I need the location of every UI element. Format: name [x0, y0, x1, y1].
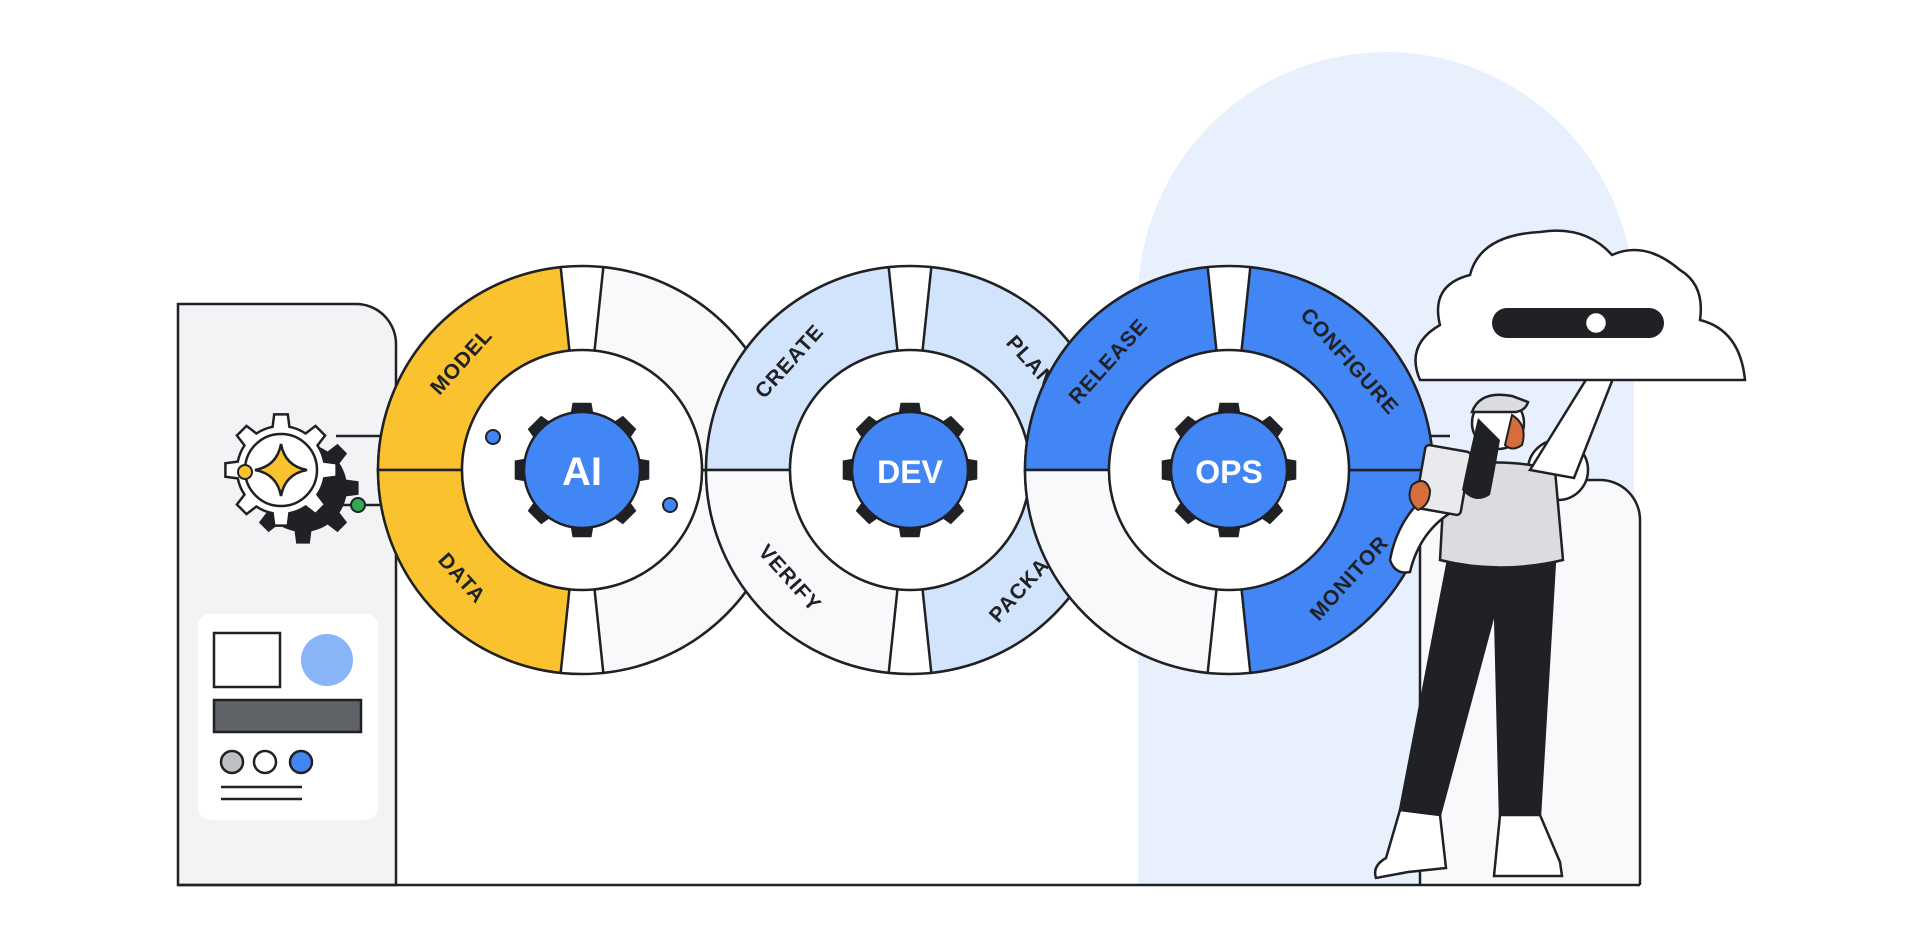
card-dot-blue — [288, 749, 314, 775]
left-console-panel — [176, 302, 398, 887]
hub-circle — [1169, 410, 1289, 530]
connector-dot-blue — [662, 497, 678, 513]
card-dot-gray — [219, 749, 245, 775]
hub-label: OPS — [1195, 454, 1263, 490]
person-face — [1503, 413, 1525, 450]
connector-dot-green — [350, 497, 366, 513]
card-dark-bar — [212, 698, 363, 734]
connector-dot-blue — [485, 429, 501, 445]
card-image-box — [212, 631, 282, 689]
hub-label: DEV — [877, 454, 943, 490]
person-illustration — [1373, 319, 1642, 885]
person-hair — [1462, 418, 1500, 499]
hub-circle — [522, 410, 642, 530]
hub-label: AI — [562, 450, 602, 494]
cloud-icon — [1414, 229, 1747, 382]
card-avatar-circle — [301, 634, 353, 686]
cloud-slider-knob[interactable] — [1583, 310, 1609, 336]
person-shoe — [1492, 813, 1564, 878]
cloud-slider-track[interactable] — [1492, 308, 1664, 338]
card-dot-white — [252, 749, 278, 775]
ui-card — [198, 614, 378, 820]
person-hand — [1408, 480, 1432, 512]
hub-circle — [850, 410, 970, 530]
gear-sparkle-icon — [224, 413, 359, 544]
person-shoe — [1373, 808, 1448, 880]
person-cap — [1470, 393, 1530, 414]
